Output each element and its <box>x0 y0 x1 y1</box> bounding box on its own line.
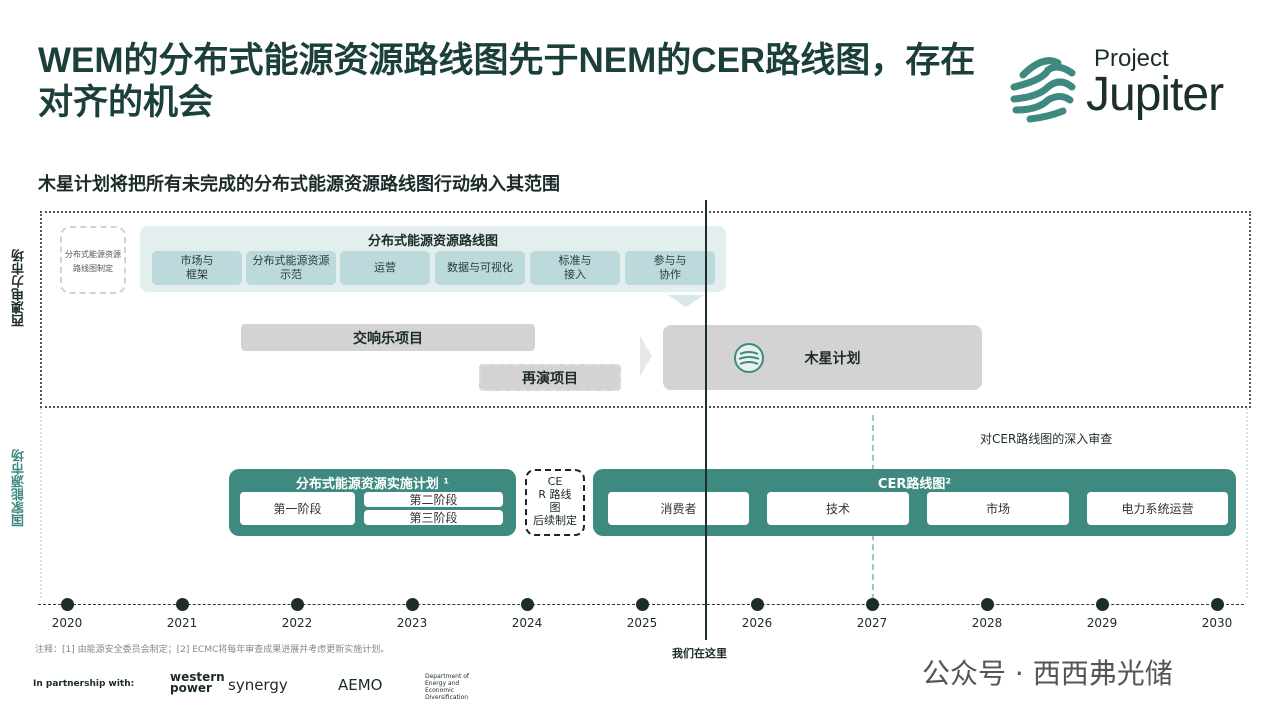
now-label: 我们在这里 <box>672 647 727 660</box>
watermark: 公众号 · 西西弗光储 <box>922 657 1173 690</box>
draft-box: 分布式能源资源路线图制定 <box>60 226 126 294</box>
cer-pending-box: CE R 路线 图 后续制定 <box>525 469 585 536</box>
right-arrow-icon <box>640 336 652 376</box>
now-line <box>705 200 707 640</box>
year-label: 2023 <box>396 616 428 630</box>
footnote: 注释：[1] 由能源安全委员会制定；[2] ECMC将每年审查成果进展并考虑更新… <box>35 645 390 655</box>
year-label: 2027 <box>856 616 888 630</box>
timeline-dot <box>636 598 649 611</box>
page-title: WEM的分布式能源资源路线图先于NEM的CER路线图，存在对齐的机会 <box>38 41 976 122</box>
timeline-dot <box>866 598 879 611</box>
roadmap-item: 分布式能源资源 示范 <box>246 251 336 285</box>
encore-project: 再演项目 <box>479 364 621 391</box>
review-label: 对CER路线图的深入审查 <box>980 432 1113 446</box>
year-label: 2022 <box>281 616 313 630</box>
year-label: 2025 <box>626 616 658 630</box>
year-label: 2026 <box>741 616 773 630</box>
cer-item: 技术 <box>767 492 909 525</box>
cer-item: 消费者 <box>608 492 749 525</box>
timeline-dot <box>291 598 304 611</box>
year-label: 2029 <box>1086 616 1118 630</box>
timeline-dot <box>521 598 534 611</box>
jupiter-icon <box>734 343 764 373</box>
cer-item: 市场 <box>927 492 1069 525</box>
down-arrow-icon <box>668 295 704 307</box>
year-label: 2028 <box>971 616 1003 630</box>
aemo-logo: AEMO <box>338 676 383 694</box>
phase-2: 第二阶段 <box>364 492 503 507</box>
subtitle: 木星计划将把所有未完成的分布式能源资源路线图行动纳入其范围 <box>38 174 560 195</box>
roadmap-item: 参与与 协作 <box>625 251 715 285</box>
symphony-project: 交响乐项目 <box>241 324 535 351</box>
phase-3: 第三阶段 <box>364 510 503 525</box>
year-label: 2024 <box>511 616 543 630</box>
cer-item: 电力系统运营 <box>1087 492 1228 525</box>
wem-label: 西澳电力市场 <box>12 249 27 327</box>
deed-logo: Department of Energy and Economic Divers… <box>425 673 469 701</box>
timeline-dot <box>176 598 189 611</box>
roadmap-item: 标准与 接入 <box>530 251 620 285</box>
nem-section <box>40 408 1248 598</box>
jupiter-project: 木星计划 <box>663 325 982 390</box>
synergy-logo: synergy <box>228 676 288 694</box>
nem-label: 国家能源市场 <box>12 449 27 527</box>
cer-roadmap-title: CER路线图² <box>877 477 952 492</box>
year-label: 2020 <box>51 616 83 630</box>
western-power-logo: western power <box>170 670 225 695</box>
project-jupiter-logo: Project Jupiter <box>1008 45 1258 130</box>
timeline-dot <box>1096 598 1109 611</box>
partners-label: In partnership with: <box>33 679 135 689</box>
year-label: 2021 <box>166 616 198 630</box>
timeline-dot <box>1211 598 1224 611</box>
der-plan-title: 分布式能源资源实施计划 ¹ <box>295 477 450 492</box>
roadmap-item: 运营 <box>340 251 430 285</box>
jupiter-logo-icon <box>1010 57 1076 123</box>
timeline-dot <box>751 598 764 611</box>
timeline-dot <box>981 598 994 611</box>
wem-section <box>40 211 1251 408</box>
der-roadmap-title: 分布式能源资源路线图 <box>367 234 498 249</box>
year-label: 2030 <box>1201 616 1233 630</box>
timeline-dot <box>406 598 419 611</box>
timeline-dot <box>61 598 74 611</box>
roadmap-item: 数据与可视化 <box>435 251 525 285</box>
roadmap-item: 市场与 框架 <box>152 251 242 285</box>
phase-1: 第一阶段 <box>240 492 355 525</box>
